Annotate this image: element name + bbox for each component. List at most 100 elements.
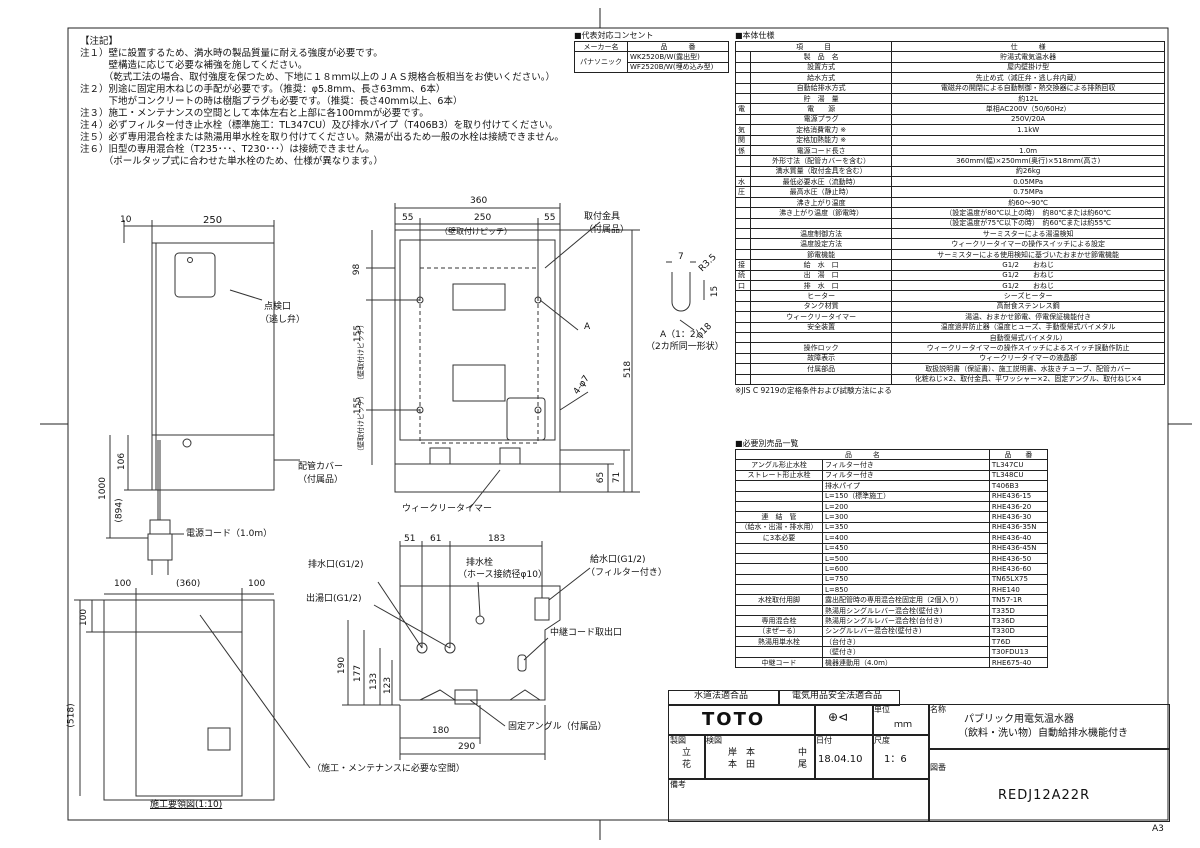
- spec-value: 温度過昇防止器（温度ヒューズ、手動復帰式バイメタル: [891, 321, 1165, 333]
- spec-group-cell: 圧: [735, 186, 751, 198]
- dim-rear-pitch: （壁取付けピッチ）: [440, 227, 512, 236]
- spec-item: 給水方式: [749, 72, 893, 84]
- spec-group-cell: 電: [735, 103, 751, 115]
- spec-value: 250V/20A: [891, 113, 1165, 126]
- spec-group-cell: [735, 72, 751, 84]
- parts-category: に3本必要: [735, 532, 823, 544]
- date-value: 18.04.10: [818, 754, 863, 765]
- spec-group-cell: [735, 61, 751, 74]
- label-maintenance-space: （施工・メンテナンスに必要な空間）: [312, 764, 465, 774]
- parts-category: [735, 490, 823, 502]
- install-guide-title: 施工要領図(1:10): [150, 800, 223, 810]
- title-block: 水道法適合品 電気用品安全法適合品 TOTO ⊕⊲ 単位 ｍｍ 名称 パブリック…: [668, 690, 1170, 822]
- parts-description: フィルター付き: [822, 469, 990, 482]
- spec-value: [891, 134, 1165, 146]
- projection-symbol: ⊕⊲: [828, 710, 849, 724]
- parts-header-number: 品 番: [988, 448, 1049, 461]
- dim-rear-65: 65: [596, 471, 607, 484]
- parts-description: 露出配管時の専用混合栓固定用（2個入り）: [822, 594, 990, 606]
- spec-value: G1/2 おねじ: [891, 269, 1165, 282]
- paper-size: A3: [1152, 824, 1164, 834]
- dim-install-100-top: 100: [79, 608, 90, 627]
- parts-description: L=600: [822, 563, 990, 575]
- dim-bottom-177: 177: [353, 664, 364, 683]
- parts-number: TL348CU: [988, 469, 1049, 482]
- label-supply-port: 給水口(G1/2): [590, 555, 646, 565]
- parts-description: L=850: [822, 584, 990, 596]
- parts-category: [735, 646, 823, 658]
- spec-item: ウィークリータイマー: [749, 311, 893, 323]
- parts-number: RHE436-15: [988, 490, 1049, 502]
- parts-description: 熱湯用シングルレバー混合栓(台付き): [822, 615, 990, 627]
- parts-category: [735, 573, 823, 586]
- spec-value: G1/2 おねじ: [891, 279, 1165, 292]
- parts-number: RHE436-45N: [988, 542, 1049, 554]
- note-line: 注３）施工・メンテナンスの空間として本体左右と上部に各100mmが必要です。: [80, 108, 429, 119]
- spec-item: 最低必要水圧（流動時）: [749, 176, 893, 188]
- parts-category: [735, 563, 823, 575]
- spec-group-cell: [735, 217, 751, 230]
- parts-number: RHE436-60: [988, 563, 1049, 575]
- spec-group-cell: 関: [735, 134, 751, 146]
- label-fixing-angle: 固定アングル（付属品）: [508, 722, 607, 732]
- drafter-name-1: 岸 本: [728, 748, 756, 758]
- notes-title: 【注記】: [80, 36, 119, 47]
- spec-value: 1.1kW: [891, 124, 1165, 136]
- parts-category: 水栓取付用脚: [735, 594, 823, 606]
- product-name: パブリック用電気温水器: [964, 714, 1074, 725]
- dim-install-518: (518): [66, 703, 77, 728]
- spec-item: 電 源: [749, 103, 893, 115]
- spec-group-cell: 係: [735, 144, 751, 157]
- spec-title: ■本体仕様: [735, 31, 775, 40]
- spec-item: 沸き上がり温度（節電時）: [749, 207, 893, 219]
- spec-value: ウィークリータイマーの操作スイッチによるスイッチ誤動作防止: [891, 342, 1165, 354]
- parts-description: L=500: [822, 552, 990, 565]
- label-pipe-cover-sub: （付属品）: [298, 475, 344, 485]
- parts-number: RHE675-40: [988, 656, 1049, 669]
- spec-item: 操作ロック: [749, 342, 893, 354]
- spec-group-cell: [735, 290, 751, 302]
- scale-label: 尺度: [874, 736, 890, 745]
- spec-value: 単相AC200V（50/60Hz）: [891, 103, 1165, 115]
- outlet-header-maker: メーカー名: [574, 40, 628, 53]
- parts-number: RHE140: [988, 584, 1049, 596]
- dim-rear-55-right: 55: [544, 213, 556, 223]
- spec-group-cell: [735, 155, 751, 167]
- label-bracket: 取付金具: [584, 212, 621, 222]
- front-view: [106, 220, 300, 575]
- spec-item: 製 品 名: [749, 51, 893, 63]
- spec-value: 約60～90℃: [891, 196, 1165, 209]
- parts-number: T76D: [988, 636, 1049, 648]
- spec-item: 温度設定方法: [749, 238, 893, 250]
- spec-group-cell: [735, 92, 751, 105]
- parts-number: RHE436-40: [988, 532, 1049, 544]
- label-bracket-sub: （付属品）: [584, 225, 630, 235]
- parts-number: T336D: [988, 615, 1049, 627]
- spec-value: 約26kg: [891, 165, 1165, 178]
- note-line: 壁構造に応じて必要な補強を施してください。: [80, 60, 308, 71]
- parts-description: シングルレバー混合栓(壁付き): [822, 625, 990, 638]
- notes-block: 【注記】 注１）壁に設置するため、満水時の製品質量に耐える強度が必要です。 壁構…: [80, 36, 580, 168]
- note-line: 注６）旧型の専用混合栓（T235･･･、T230･･･）は接続できません。: [80, 144, 375, 155]
- unit-label: 単位: [874, 705, 890, 714]
- spec-group-cell: [735, 311, 751, 323]
- spec-group-cell: [735, 373, 751, 385]
- parts-description: L=350: [822, 521, 990, 534]
- spec-group-cell: [735, 228, 751, 240]
- spec-group-cell: 続: [735, 269, 751, 282]
- spec-item: 満水質量（取付金具を含む）: [749, 165, 893, 178]
- spec-group-cell: 水: [735, 176, 751, 188]
- dim-bottom-133: 133: [369, 672, 380, 691]
- dim-rear-a: A: [584, 322, 591, 332]
- parts-header-name: 品 名: [735, 448, 990, 461]
- spec-value: 先止め式（減圧弁・逃し弁内蔵）: [891, 72, 1165, 84]
- law-label-water: 水道法適合品: [694, 691, 749, 701]
- spec-group-cell: [735, 331, 751, 344]
- spec-group-cell: [735, 82, 751, 94]
- dim-front-250: 250: [203, 215, 223, 226]
- parts-description: 排水パイプ: [822, 480, 990, 492]
- label-drain-valve: 排水栓: [466, 558, 494, 568]
- label-relay-cord: 中継コード取出口: [550, 628, 623, 638]
- spec-value: 屋内壁掛け型: [891, 61, 1165, 74]
